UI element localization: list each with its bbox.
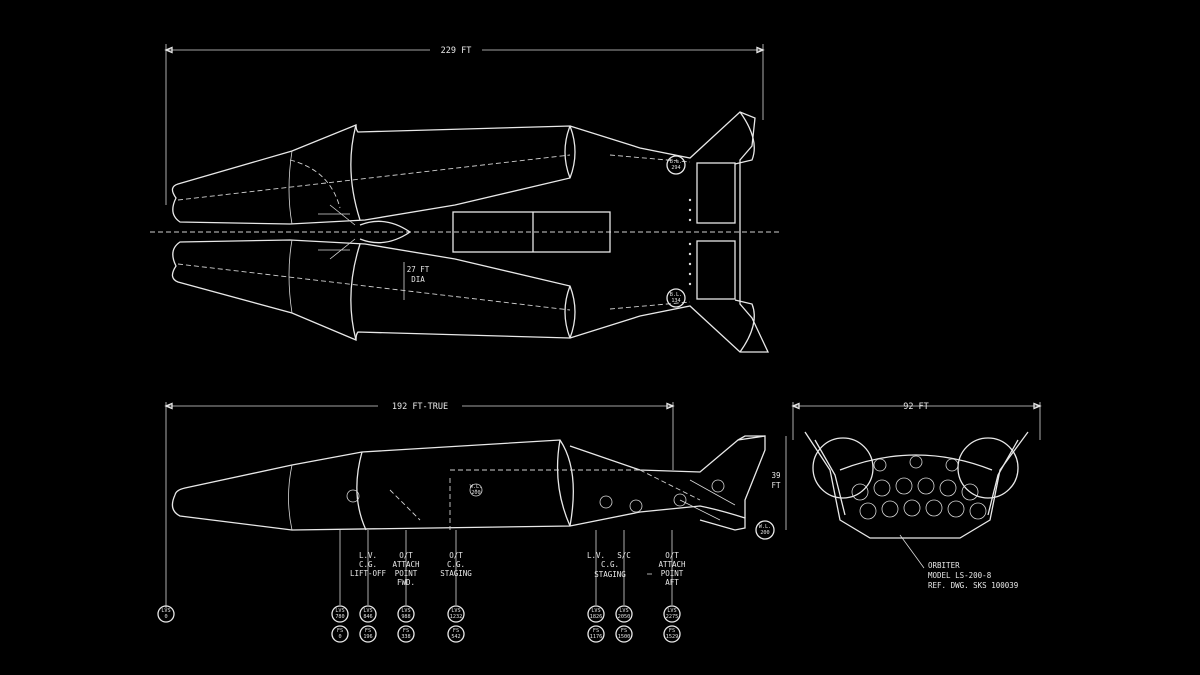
- height-dimension-unit: FT: [771, 481, 781, 490]
- attach-points: [688, 198, 692, 286]
- station-lvs-7-label: LVS: [667, 608, 676, 614]
- station-lvs-5-label: LVS: [591, 608, 600, 614]
- station-fs-3-label: FS: [453, 628, 459, 634]
- station-lvs-1-label: LVS: [335, 608, 344, 614]
- length-dimension: 192 FT-TRUE: [392, 402, 448, 412]
- staging-line2: STAGING: [594, 570, 626, 579]
- staging-line1: C.G.: [601, 560, 619, 569]
- callout-ot-aft-line4: AFT: [665, 578, 679, 587]
- station-lvs-2-value: 846: [363, 614, 372, 620]
- station-lvs-0-label: LVS: [161, 608, 170, 614]
- station-fs-1-value: 196: [363, 634, 372, 640]
- callout-lv-line1: L.V.: [359, 551, 377, 560]
- orbiter-note-title: ORBITER: [928, 561, 960, 570]
- orbiter-note-ref: REF. DWG. SKS 100039: [928, 581, 1018, 590]
- station-fs-6-value: 1529: [666, 634, 679, 640]
- callout-ot-cg-line3: STAGING: [440, 569, 472, 578]
- callout-lv2: L.V.: [587, 551, 605, 560]
- side-view: 192 FT-TRUE W.L. 200: [164, 402, 775, 540]
- engine-nozzles: [851, 455, 987, 520]
- bl-tag-lower-value: 134: [671, 298, 680, 304]
- station-lvs-6-label: LVS: [619, 608, 628, 614]
- width-dimension: 92 FT: [903, 402, 929, 412]
- front-view: 92 FT 39 FT ORBITER MODEL LS-200-8 REF. …: [771, 402, 1042, 590]
- station-lvs-4-label: LVS: [451, 608, 460, 614]
- station-fs-3-value: 542: [451, 634, 460, 640]
- station-fs-1-label: FS: [365, 628, 371, 634]
- tank-diameter-label: DIA: [411, 275, 425, 284]
- callout-ot-fwd-line2: ATTACH: [392, 560, 420, 569]
- callout-ot-fwd-line1: O/T: [399, 551, 413, 560]
- bl-tag-upper-label: B.L.: [670, 159, 683, 165]
- span-dimension: 229 FT: [441, 46, 472, 56]
- plan-view: 229 FT: [150, 44, 780, 353]
- callout-ot-aft-line1: O/T: [665, 551, 679, 560]
- height-dimension-value: 39: [771, 471, 780, 480]
- callout-ot-aft-line3: POINT: [661, 569, 684, 578]
- station-callouts: L.V. C.G. LIFT-OFF O/T ATTACH POINT FWD.…: [157, 484, 686, 643]
- callout-ot-aft-line2: ATTACH: [658, 560, 686, 569]
- station-fs-2-label: FS: [403, 628, 409, 634]
- station-fs-4-value: 1176: [590, 634, 603, 640]
- station-fs-6-label: FS: [669, 628, 675, 634]
- station-fs-2-value: 338: [401, 634, 410, 640]
- callout-ot-fwd-line4: FWD.: [397, 578, 415, 587]
- station-lvs-2-label: LVS: [363, 608, 372, 614]
- callout-lv-line2: C.G.: [359, 560, 377, 569]
- callout-ot-cg-line2: C.G.: [447, 560, 465, 569]
- orbiter-note-model: MODEL LS-200-8: [928, 571, 992, 580]
- wl-tag-value: 200: [760, 530, 769, 536]
- station-fs-0-value: 0: [338, 634, 341, 640]
- bl-tag-upper-value: 294: [671, 165, 680, 171]
- station-fs-4-label: FS: [593, 628, 599, 634]
- station-lvs-3-value: 988: [401, 614, 410, 620]
- station-lvs-1-value: 780: [335, 614, 344, 620]
- tank-diameter-value: 27 FT: [407, 265, 430, 274]
- station-lvs-4-value: 1232: [450, 614, 463, 620]
- wl-side-value: 200: [471, 490, 480, 496]
- station-lvs-3-label: LVS: [401, 608, 410, 614]
- station-lvs-5-value: 1826: [590, 614, 603, 620]
- station-fs-0-label: FS: [337, 628, 343, 634]
- bl-tag-lower-label: B.L.: [670, 292, 683, 298]
- callout-lv-line3: LIFT-OFF: [350, 569, 387, 578]
- station-fs-5-value: 1500: [618, 634, 631, 640]
- callout-ot-cg-line1: O/T: [449, 551, 463, 560]
- wl-side-label: W.L.: [470, 484, 483, 490]
- callout-sc: S/C: [617, 551, 631, 560]
- wl-tag-label: W.L.: [759, 524, 772, 530]
- callout-ot-fwd-line3: POINT: [395, 569, 418, 578]
- station-lvs-6-value: 2050: [618, 614, 631, 620]
- station-lvs-7-value: 2275: [666, 614, 679, 620]
- station-fs-5-label: FS: [621, 628, 627, 634]
- station-lvs-0-value: 0: [164, 614, 167, 620]
- side-view-markers: [346, 483, 687, 513]
